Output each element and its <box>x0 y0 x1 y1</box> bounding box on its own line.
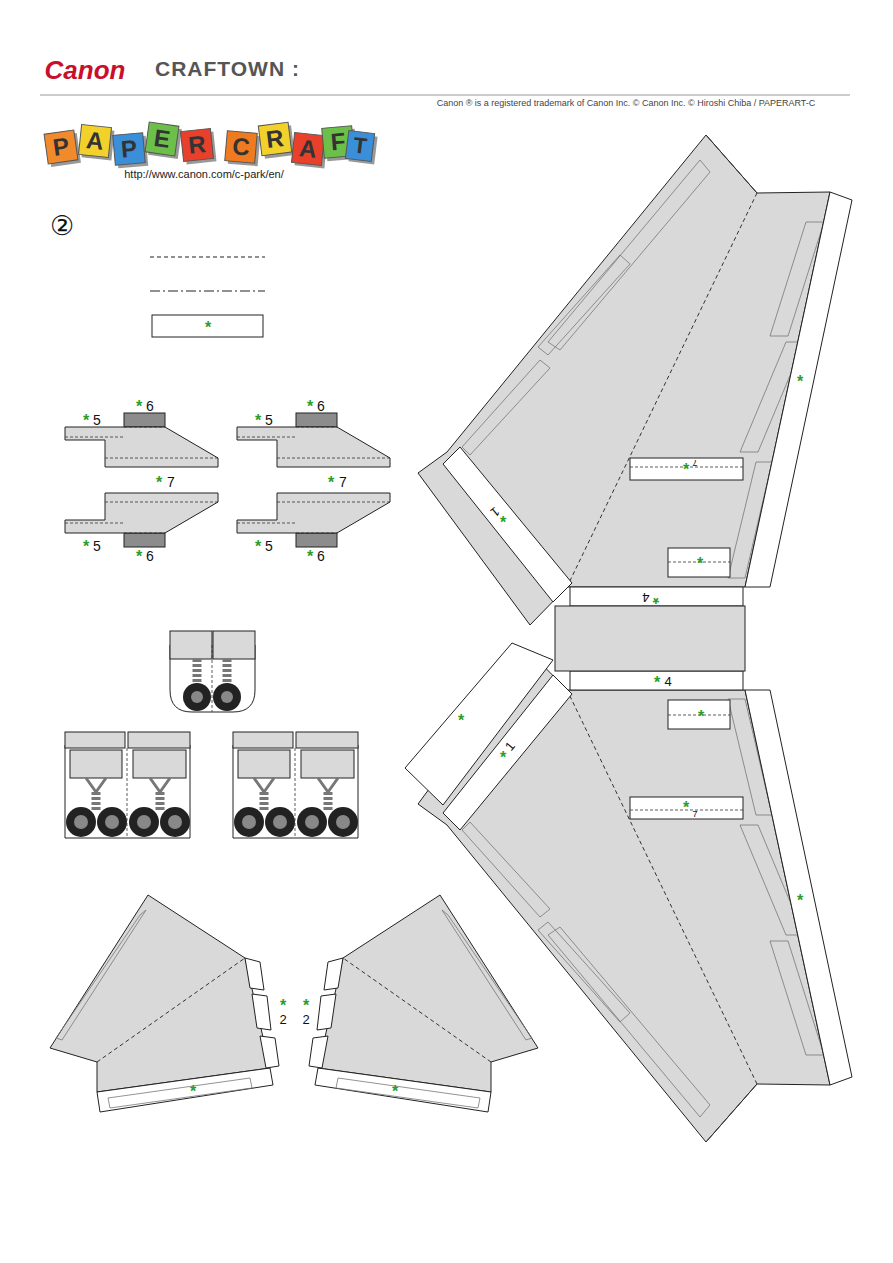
glue-mark: * <box>697 556 703 572</box>
glue-mark: * <box>307 549 313 565</box>
url-text: http://www.canon.com/c-park/en/ <box>124 169 284 180</box>
callout-number: 6 <box>317 399 325 413</box>
glue-mark: * <box>136 399 142 415</box>
logo-letter: T <box>352 134 368 157</box>
glue-mark: * <box>83 539 89 555</box>
glue-mark: * <box>190 1084 196 1100</box>
callout-number: 7 <box>339 475 347 489</box>
site-title: CRAFTOWN : <box>155 58 300 79</box>
glue-mark: * <box>255 413 261 429</box>
glue-mark: * <box>136 549 142 565</box>
glue-mark: * <box>83 413 89 429</box>
glue-mark: * <box>698 709 704 725</box>
glue-mark: * <box>307 399 313 415</box>
glue-mark: * <box>205 320 211 336</box>
glue-mark: * <box>797 374 803 390</box>
logo-letter: C <box>231 134 250 159</box>
callout-number: 5 <box>265 539 273 553</box>
logo-letter: P <box>120 136 138 161</box>
callout-number: 4 <box>664 675 671 688</box>
brand-logo: Canon <box>45 57 126 83</box>
logo-letter: E <box>152 126 171 152</box>
glue-mark: * <box>654 675 660 691</box>
callout-number: 5 <box>93 539 101 553</box>
logo-letter: A <box>298 136 318 162</box>
glue-mark: * <box>328 475 334 491</box>
callout-number: 7 <box>692 810 697 819</box>
glue-mark: * <box>797 893 803 909</box>
logo-letter: A <box>85 128 105 154</box>
copyright-note: Canon ® is a registered trademark of Can… <box>437 99 816 108</box>
glue-mark: * <box>500 515 506 531</box>
logo-letter: P <box>51 134 70 160</box>
callout-number: 6 <box>146 399 154 413</box>
glue-mark: * <box>156 475 162 491</box>
nose-gear <box>170 631 255 712</box>
callout-number: 7 <box>167 475 175 489</box>
callout-number: 7 <box>692 458 697 467</box>
glue-mark: * <box>500 750 506 766</box>
callout-number: 4 <box>642 591 649 604</box>
logo-letter: R <box>187 132 207 158</box>
callout-number: 6 <box>146 549 154 563</box>
callout-number: 5 <box>93 413 101 427</box>
glue-mark: * <box>392 1084 398 1100</box>
glue-mark: * <box>458 713 464 729</box>
logo-letter: F <box>330 129 347 154</box>
callout-number: 6 <box>317 549 325 563</box>
sheet-number: ② <box>50 212 74 239</box>
glue-mark: * <box>683 462 689 478</box>
line-legend <box>150 257 265 337</box>
glue-mark: * <box>255 539 261 555</box>
glue-mark: * <box>653 589 659 605</box>
logo-letter: R <box>265 126 285 152</box>
callout-number: 5 <box>265 413 273 427</box>
callout-number: 2 <box>279 1013 286 1026</box>
logo-tiles <box>44 122 378 168</box>
callout-number: 2 <box>302 1013 309 1026</box>
glue-mark: * <box>683 800 689 816</box>
callout-number: 1 <box>488 505 502 520</box>
